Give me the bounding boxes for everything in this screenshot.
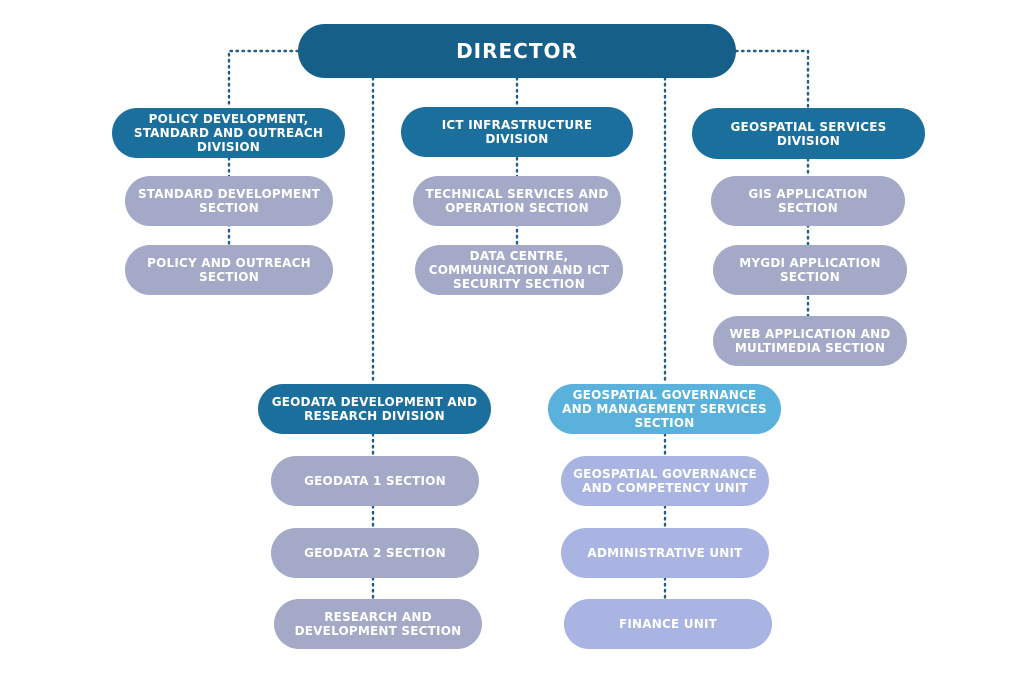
policy-and-outreach-section: POLICY AND OUTREACH SECTION: [125, 245, 333, 295]
administrative-unit: ADMINISTRATIVE UNIT: [561, 528, 769, 578]
connector-director-policy: [227, 49, 300, 110]
ict-infrastructure-division: ICT INFRASTRUCTURE DIVISION: [401, 107, 633, 157]
director-box: DIRECTOR: [298, 24, 736, 78]
connector-director-geospatial: [734, 49, 810, 110]
mygdi-application-section: MYGDI APPLICATION SECTION: [713, 245, 907, 295]
geodata-2-section: GEODATA 2 SECTION: [271, 528, 479, 578]
geodata-development-division: GEODATA DEVELOPMENT AND RESEARCH DIVISIO…: [258, 384, 491, 434]
standard-development-section: STANDARD DEVELOPMENT SECTION: [125, 176, 333, 226]
geospatial-services-division: GEOSPATIAL SERVICES DIVISION: [692, 108, 925, 159]
web-application-multimedia-section: WEB APPLICATION AND MULTIMEDIA SECTION: [713, 316, 907, 366]
data-centre-section: DATA CENTRE, COMMUNICATION AND ICT SECUR…: [415, 245, 623, 295]
gis-application-section: GIS APPLICATION SECTION: [711, 176, 905, 226]
governance-competency-unit: GEOSPATIAL GOVERNANCE AND COMPETENCY UNI…: [561, 456, 769, 506]
policy-development-division: POLICY DEVELOPMENT, STANDARD AND OUTREAC…: [112, 108, 345, 158]
research-development-section: RESEARCH AND DEVELOPMENT SECTION: [274, 599, 482, 649]
geospatial-governance-section: GEOSPATIAL GOVERNANCE AND MANAGEMENT SER…: [548, 384, 781, 434]
geodata-1-section: GEODATA 1 SECTION: [271, 456, 479, 506]
technical-services-section: TECHNICAL SERVICES AND OPERATION SECTION: [413, 176, 621, 226]
finance-unit: FINANCE UNIT: [564, 599, 772, 649]
